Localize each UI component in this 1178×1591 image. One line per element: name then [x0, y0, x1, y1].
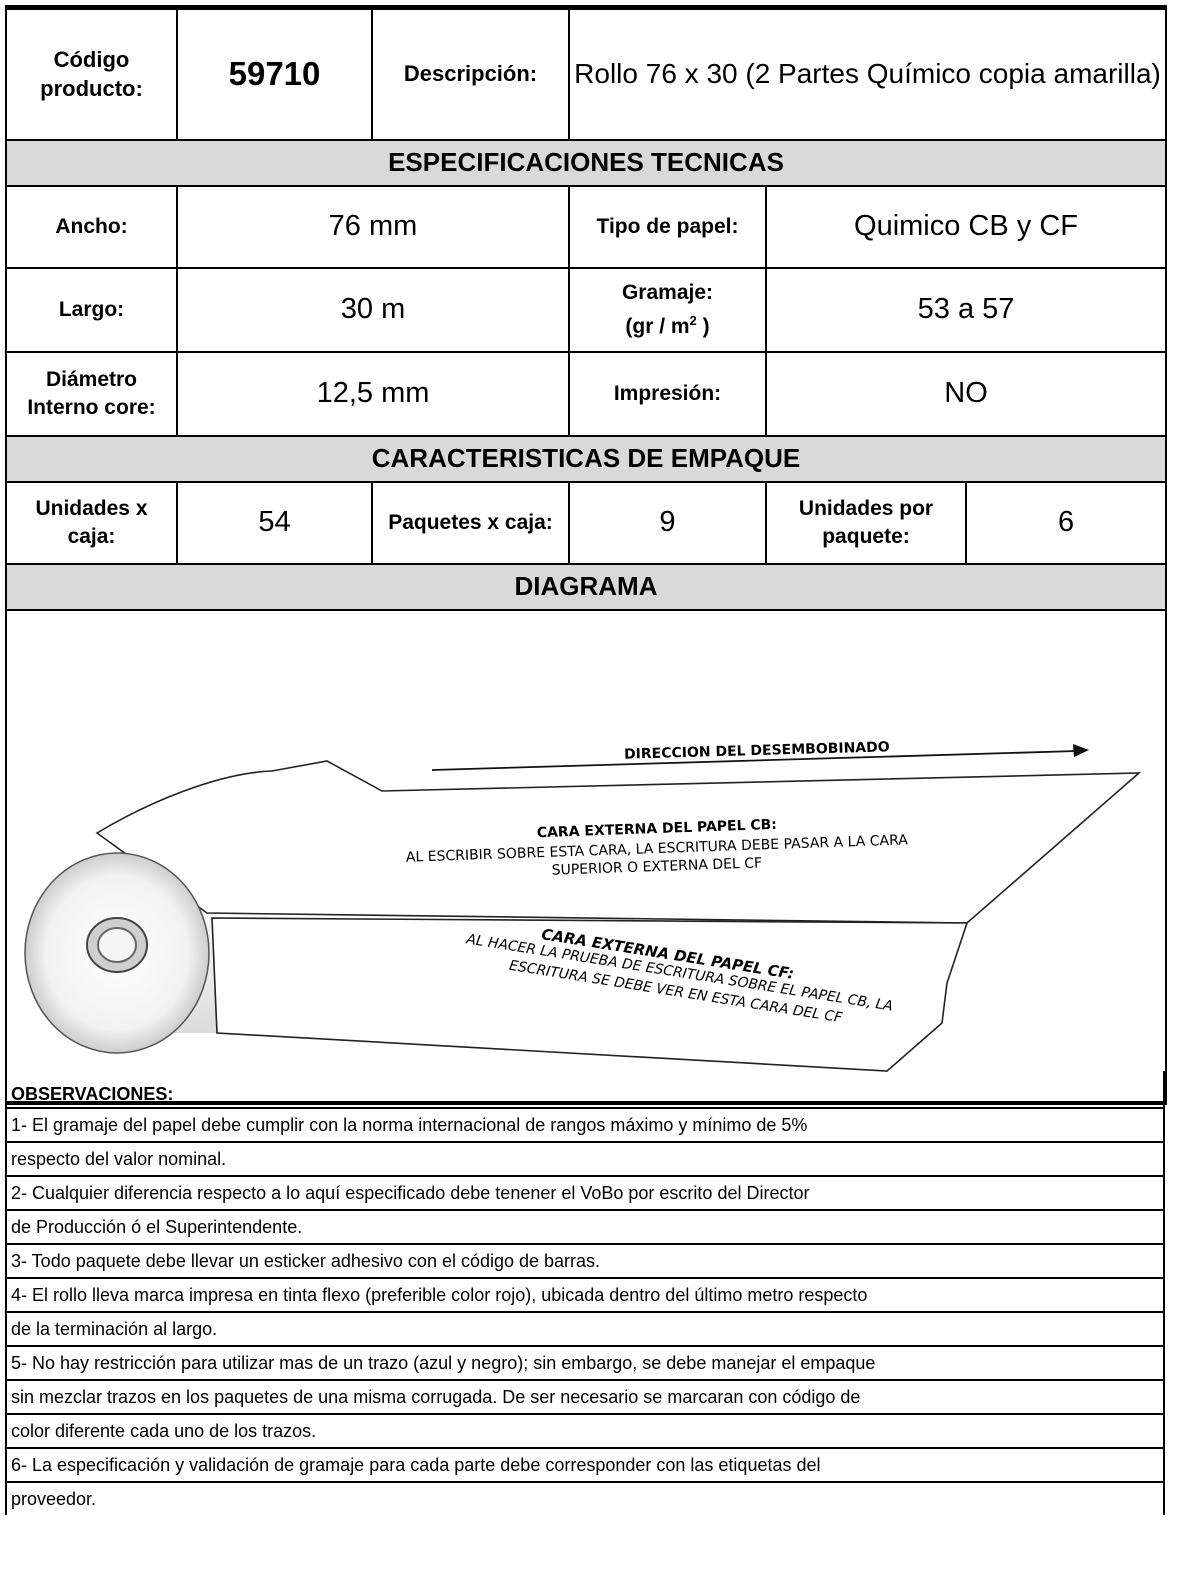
roll-core-inner — [97, 926, 137, 963]
tech-row-3: Diámetro Interno core: 12,5 mm Impresión… — [5, 350, 1168, 437]
unidades-caja-label: Unidades x caja: — [5, 480, 178, 565]
section-title-tech: ESPECIFICACIONES TECNICAS — [4, 138, 1168, 187]
gramaje-unit-text: (gr / m — [625, 314, 690, 338]
observation-line: proveedor. — [5, 1481, 1165, 1515]
direction-arrowhead — [1073, 743, 1089, 757]
impresion-label: Impresión: — [568, 350, 767, 437]
description-label: Descripción: — [371, 5, 570, 141]
product-code: 59710 — [176, 5, 373, 141]
gramaje-label: Gramaje: — [621, 280, 714, 304]
section-title-diagram: DIAGRAMA — [4, 562, 1168, 611]
cf-sheet — [211, 916, 969, 1072]
gramaje-label-cell: Gramaje: (gr / m2 ) — [568, 266, 767, 353]
tech-row-1: Ancho: 76 mm Tipo de papel: Quimico CB y… — [5, 184, 1168, 269]
packing-row: Unidades x caja: 54 Paquetes x caja: 9 U… — [5, 480, 1168, 565]
observation-line: 6- La especificación y validación de gra… — [5, 1447, 1165, 1481]
observation-line: 2- Cualquier diferencia respecto a lo aq… — [5, 1175, 1165, 1209]
observations-title: OBSERVACIONES: — [5, 1071, 1165, 1107]
packing-section-row: CARACTERISTICAS DE EMPAQUE — [4, 434, 1168, 483]
ancho-value: 76 mm — [176, 184, 570, 269]
observation-line: 5- No hay restricción para utilizar mas … — [5, 1345, 1165, 1379]
diagram-row: DIRECCION DEL DESEMBOBINADO CARA EXTERNA… — [4, 608, 1168, 1105]
unidades-paquete-label: Unidades por paquete: — [765, 480, 967, 565]
tech-section-row: ESPECIFICACIONES TECNICAS — [4, 138, 1168, 187]
gramaje-value: 53 a 57 — [764, 266, 1168, 353]
cb-sheet — [95, 759, 1142, 924]
tech-row-2: Largo: 30 m Gramaje: (gr / m2 ) 53 a 57 — [5, 266, 1168, 353]
ancho-label: Ancho: — [5, 184, 178, 269]
description-value: Rollo 76 x 30 (2 Partes Químico copia am… — [567, 5, 1168, 141]
code-label: Código producto: — [5, 5, 178, 141]
section-title-packing: CARACTERISTICAS DE EMPAQUE — [4, 434, 1168, 483]
diagram-section-row: DIAGRAMA — [4, 562, 1168, 611]
direction-arrow — [431, 749, 1078, 771]
gramaje-unit: (gr / m2 ) — [574, 307, 761, 341]
spec-table: Código producto: 59710 Descripción: Roll… — [4, 5, 1168, 1105]
observation-line: sin mezclar trazos en los paquetes de un… — [5, 1379, 1165, 1413]
largo-label: Largo: — [5, 266, 178, 353]
observation-line: 1- El gramaje del papel debe cumplir con… — [5, 1107, 1165, 1141]
tipo-papel-label: Tipo de papel: — [568, 184, 767, 269]
observation-line: de Producción ó el Superintendente. — [5, 1209, 1165, 1243]
diametro-label: Diámetro Interno core: — [5, 350, 178, 437]
observation-line: color diferente cada uno de los trazos. — [5, 1413, 1165, 1447]
header-row: Código producto: 59710 Descripción: Roll… — [5, 5, 1168, 141]
diagram-cell: DIRECCION DEL DESEMBOBINADO CARA EXTERNA… — [4, 608, 1168, 1105]
observation-line: 3- Todo paquete debe llevar un esticker … — [5, 1243, 1165, 1277]
direction-label: DIRECCION DEL DESEMBOBINADO — [624, 739, 890, 762]
tipo-papel-value: Quimico CB y CF — [764, 184, 1168, 269]
paquetes-caja-value: 9 — [568, 480, 767, 565]
roll-diagram: DIRECCION DEL DESEMBOBINADO CARA EXTERNA… — [24, 739, 1142, 1072]
diametro-value: 12,5 mm — [176, 350, 570, 437]
impresion-value: NO — [764, 350, 1168, 437]
unidades-caja-value: 54 — [176, 480, 373, 565]
observation-line: de la terminación al largo. — [5, 1311, 1165, 1345]
spec-sheet: Código producto: 59710 Descripción: Roll… — [4, 5, 1168, 1105]
unidades-paquete-value: 6 — [964, 480, 1168, 565]
observation-line: respecto del valor nominal. — [5, 1141, 1165, 1175]
observation-line: 4- El rollo lleva marca impresa en tinta… — [5, 1277, 1165, 1311]
gramaje-unit-close: ) — [696, 314, 710, 338]
gramaje-unit-exponent: 2 — [689, 312, 697, 328]
paquetes-caja-label: Paquetes x caja: — [371, 480, 570, 565]
observations-block: OBSERVACIONES: 1- El gramaje del papel d… — [5, 1071, 1165, 1515]
cb-line-2: SUPERIOR O EXTERNA DEL CF — [551, 855, 762, 878]
largo-value: 30 m — [176, 266, 570, 353]
